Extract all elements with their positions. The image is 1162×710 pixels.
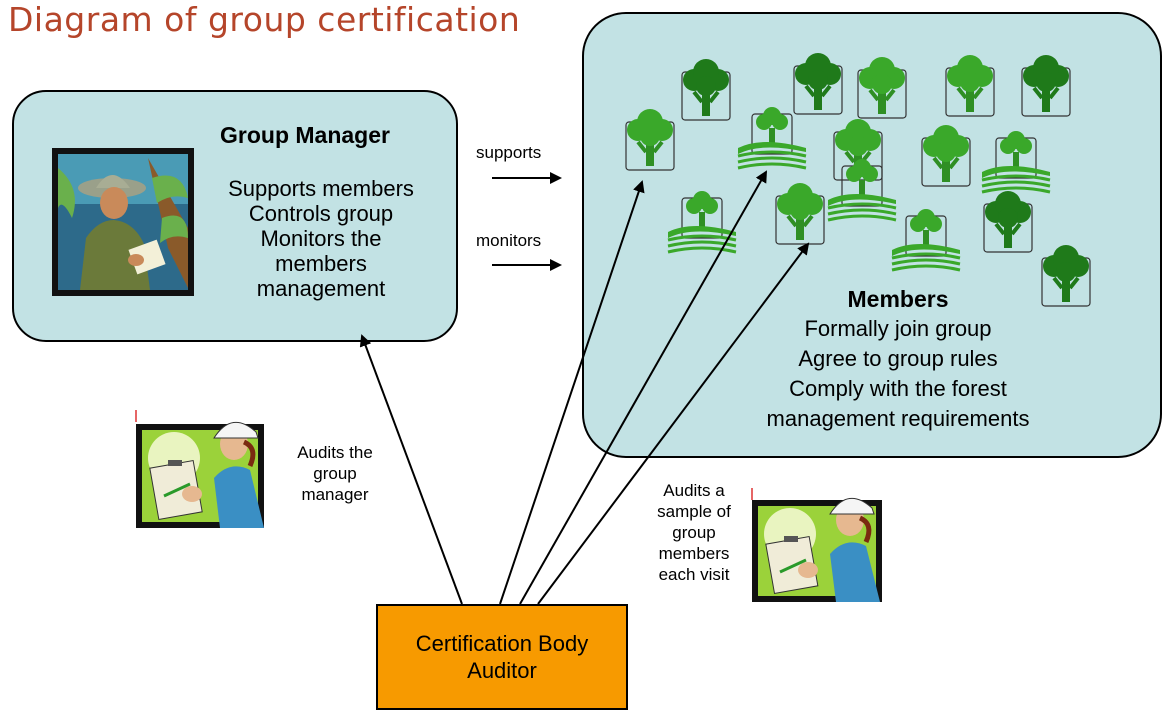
monitors-label: monitors — [476, 231, 542, 250]
auditor-line: Certification Body — [415, 631, 589, 656]
duty-line: members — [275, 251, 367, 276]
supports-label: supports — [476, 143, 542, 162]
group-manager-duties: Supports members Controls group Monitors… — [195, 176, 447, 301]
audit-arrow-member — [499, 180, 645, 605]
obligation-line: Comply with the forest — [789, 376, 1007, 401]
members-obligations: Formally join group Agree to group rules… — [720, 314, 1076, 434]
duty-line: management — [256, 276, 386, 301]
obligation-line: Agree to group rules — [798, 346, 998, 371]
label-line: each visit — [658, 565, 730, 584]
duty-line: Controls group — [248, 201, 394, 226]
audit-arrow-member — [519, 170, 767, 605]
label-line: members — [658, 544, 730, 563]
obligation-line: Formally join group — [804, 316, 992, 341]
label-line: group — [672, 523, 716, 542]
label-line: Audits a — [663, 481, 725, 500]
members-heading: Members — [847, 286, 949, 312]
obligation-line: management requirements — [766, 406, 1030, 431]
group-manager-heading: Group Manager — [220, 122, 390, 148]
label-line: group — [313, 464, 357, 483]
forester-clipart — [52, 148, 194, 296]
auditor-line: Auditor — [467, 658, 537, 683]
auditor-clipart — [751, 488, 882, 602]
audit-arrow-member — [537, 242, 810, 605]
label-line: sample of — [657, 502, 731, 521]
audits-group-manager-label: Audits the group manager — [280, 442, 390, 505]
auditor-clipart — [135, 410, 264, 528]
page-title: Diagram of group certification — [8, 0, 521, 39]
duty-line: Supports members — [228, 176, 414, 201]
audits-members-label: Audits a sample of group members each vi… — [638, 480, 750, 585]
label-line: Audits the — [297, 443, 373, 462]
audit-arrow-group-manager — [359, 334, 463, 605]
duty-line: Monitors the — [260, 226, 382, 251]
label-line: manager — [301, 485, 369, 504]
certification-body-auditor-box: Certification Body Auditor — [376, 604, 628, 710]
